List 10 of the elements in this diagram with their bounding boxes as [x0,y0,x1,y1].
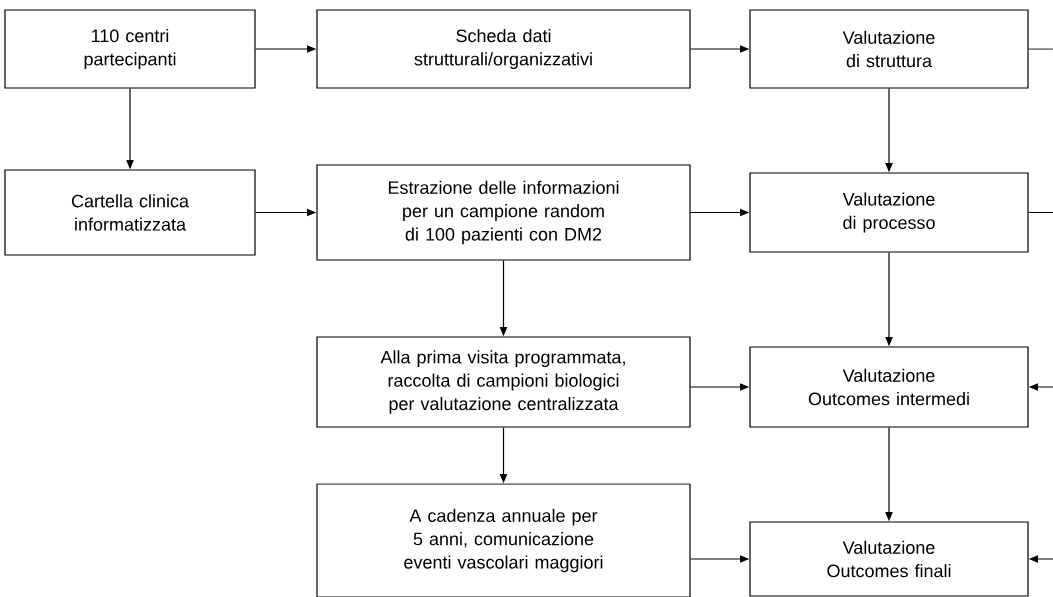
process-box: Alla prima visita programmata, raccolta di campioni biologici per valutazione centralizzata [316,336,691,428]
process-box: Valutazione di processo [749,172,1029,253]
process-box: 110 centri partecipanti [4,9,256,89]
process-box: A cadenza annuale per 5 anni, comunicazione eventi vascolari maggiori [316,483,691,597]
process-box: Valutazione di struttura [749,9,1029,89]
process-box: Cartella clinica informatizzata [4,169,256,256]
process-box: Estrazione delle informazioni per un campione random di 100 pazienti con DM2 [316,164,691,261]
process-box: Valutazione Outcomes intermedi [749,346,1029,428]
process-box: Valutazione Outcomes finali [749,521,1029,597]
process-box: Scheda dati strutturali/organizzativi [316,9,691,89]
